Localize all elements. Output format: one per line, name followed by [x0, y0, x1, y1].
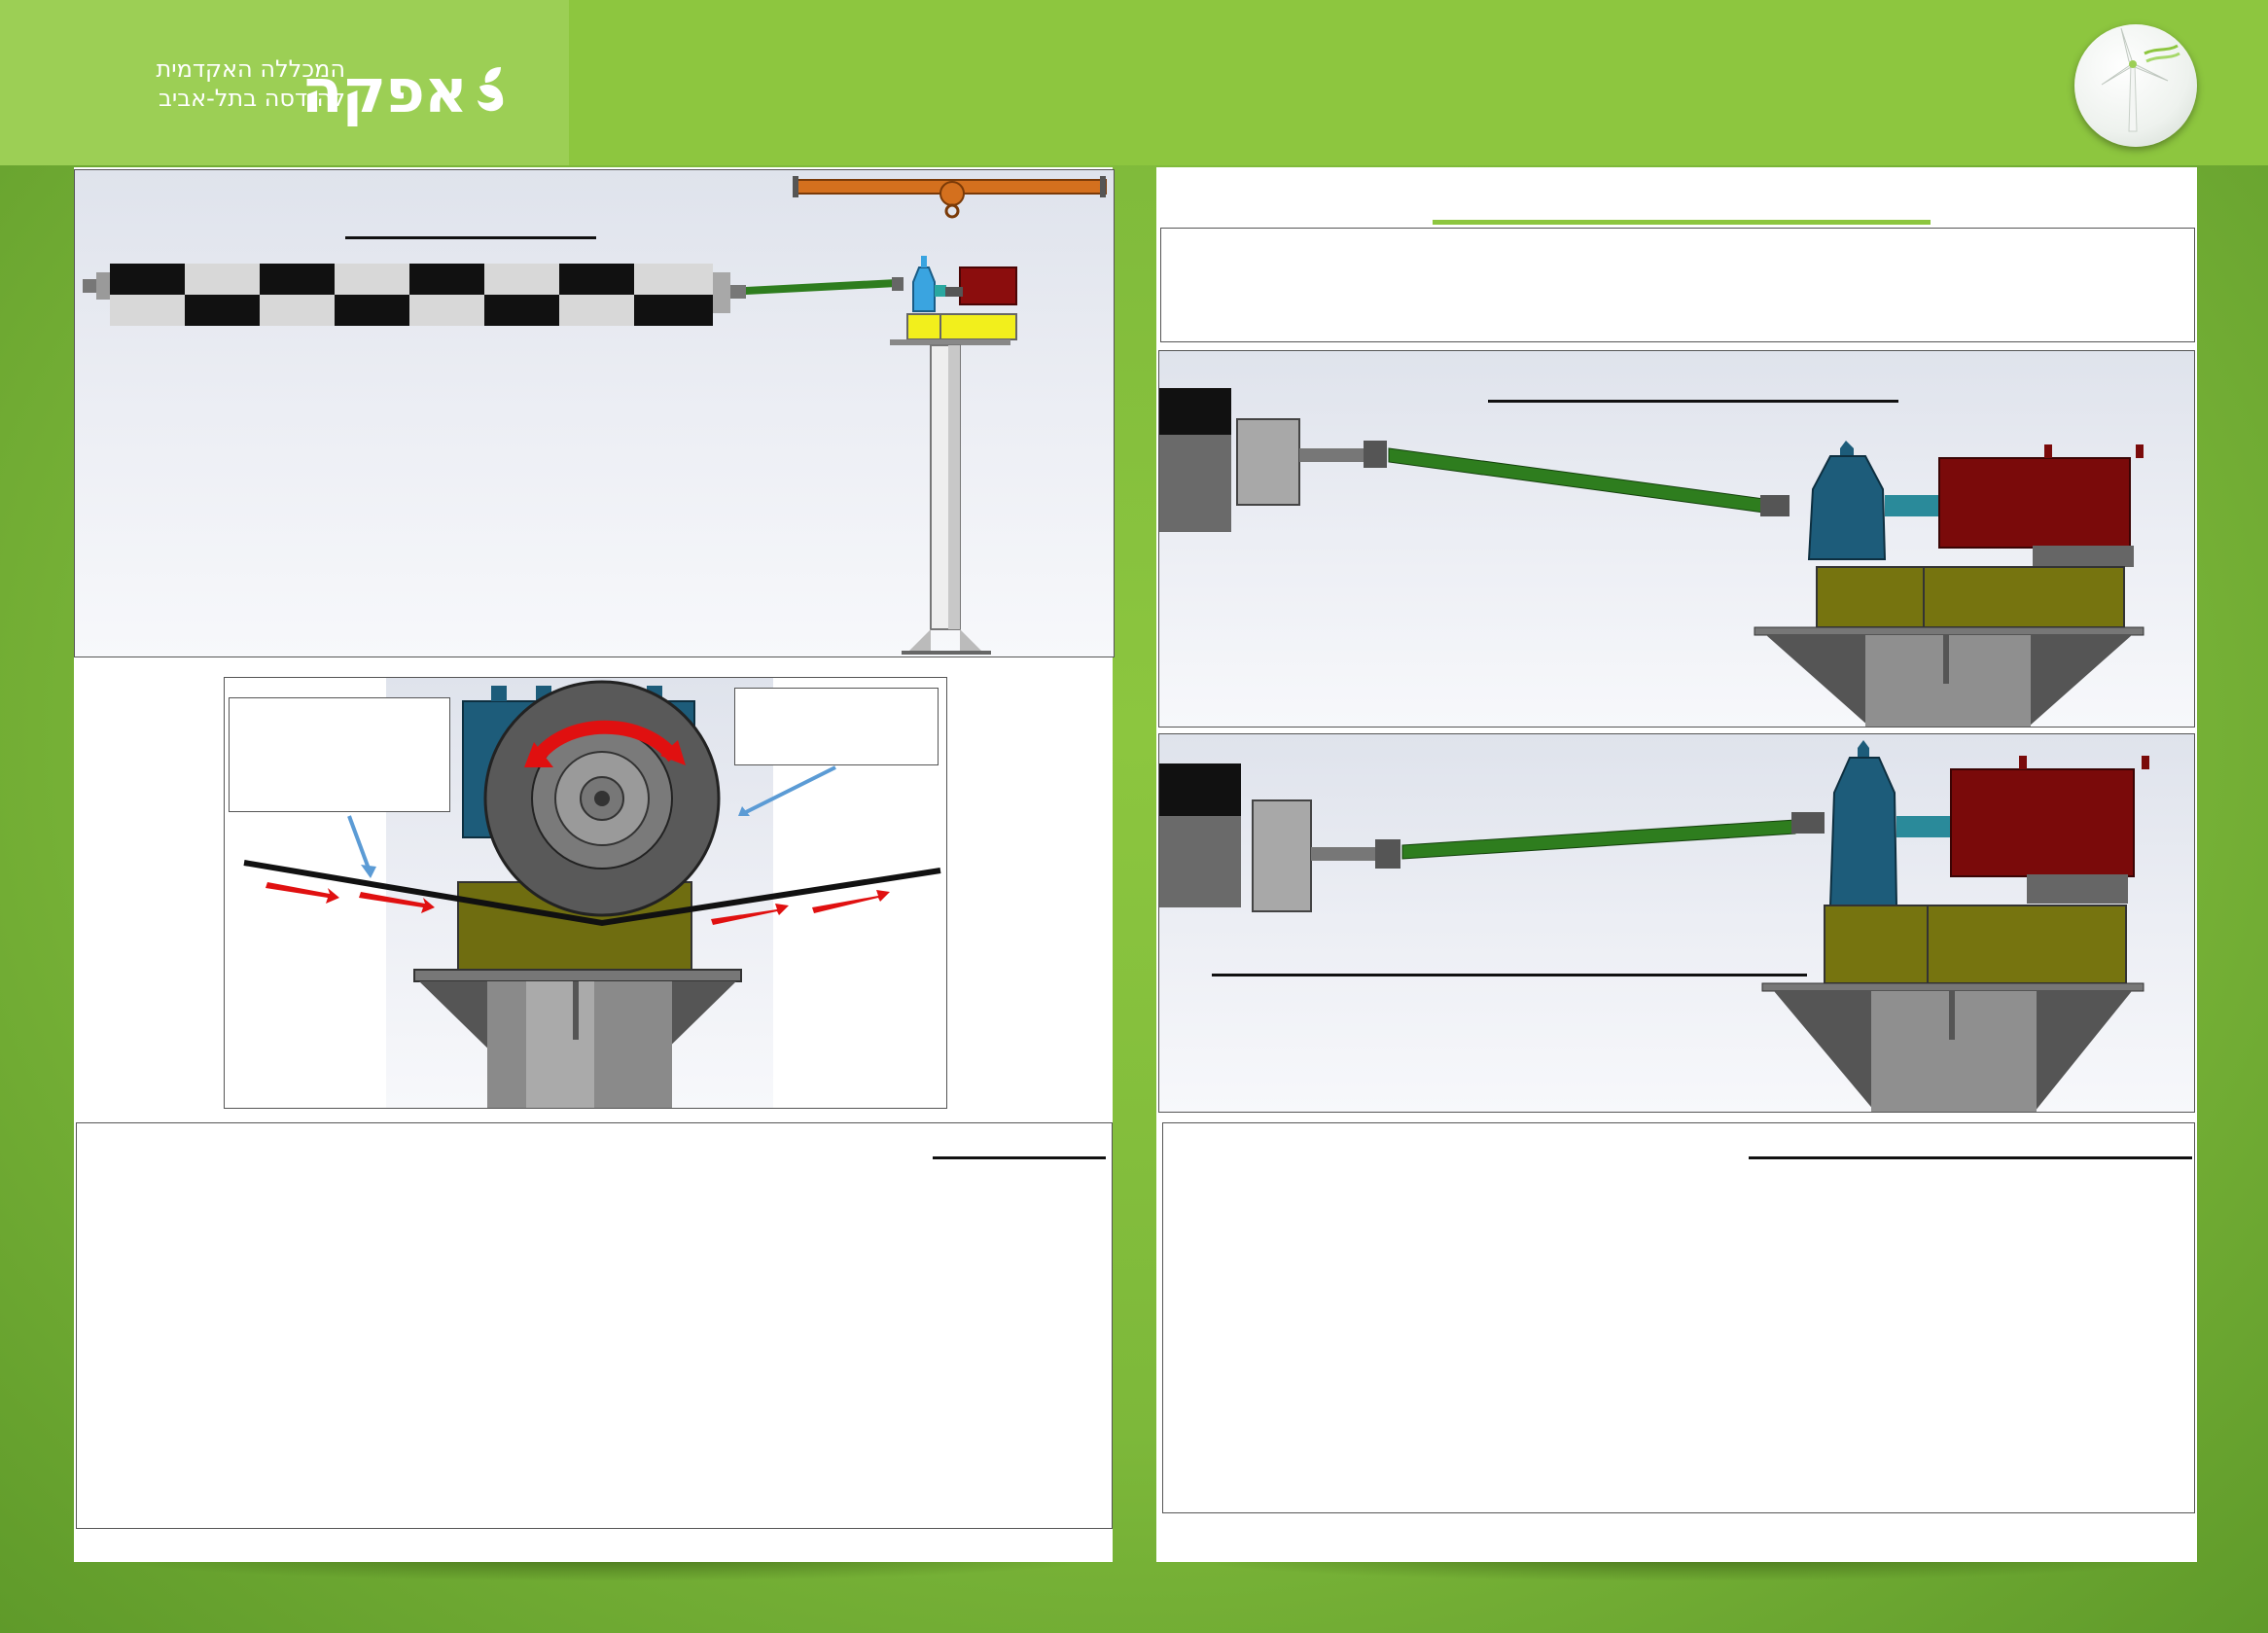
wind-turbine-icon [2101, 27, 2180, 132]
drivetrain-view-2 [1158, 733, 2195, 1113]
logo-panel: המכללה האקדמית להנדסה בתל-אביב אפקה [0, 0, 569, 165]
test-rig-drawing [83, 176, 1107, 655]
logo-brand-name: אפקה [301, 55, 468, 126]
roller-drum [110, 264, 713, 326]
text-box-left-heading-underline [933, 1156, 1106, 1159]
intro-text-box [1160, 228, 2195, 342]
wheel-belt-drawing [243, 680, 941, 1108]
flow-arrows [266, 882, 890, 925]
logo-subtitle-line1: המכללה האקדמית [156, 55, 345, 83]
callout-box-right [734, 688, 939, 765]
wind-turbine-badge [2074, 24, 2197, 147]
callout-box-left [229, 697, 450, 812]
right-poster-panel [1156, 167, 2197, 1562]
wheel-detail-figure [224, 677, 947, 1109]
drivetrain-view-1 [1158, 350, 2195, 728]
leaf-icon [478, 67, 504, 112]
title-accent-rule [1433, 220, 1931, 225]
section-heading-underline [345, 236, 596, 239]
text-box-right-heading-underline [1749, 1156, 2192, 1159]
overhead-crane-beam [793, 176, 1107, 219]
drivetrain-drawing-1 [1159, 388, 2144, 727]
drivetrain-drawing-2 [1159, 740, 2149, 1112]
logo-subtitle-line2: להנדסה בתל-אביב [158, 85, 345, 112]
college-logo: המכללה האקדמית להנדסה בתל-אביב אפקה [156, 53, 511, 126]
drivetrain-view-2-heading-underline [1212, 974, 1807, 976]
wheel [483, 680, 721, 917]
system-overview-figure [74, 169, 1115, 657]
left-poster-panel [74, 167, 1115, 1562]
text-box-right [1162, 1122, 2195, 1513]
text-box-left [76, 1122, 1113, 1529]
drivetrain-view-1-heading-underline [1488, 400, 1898, 403]
